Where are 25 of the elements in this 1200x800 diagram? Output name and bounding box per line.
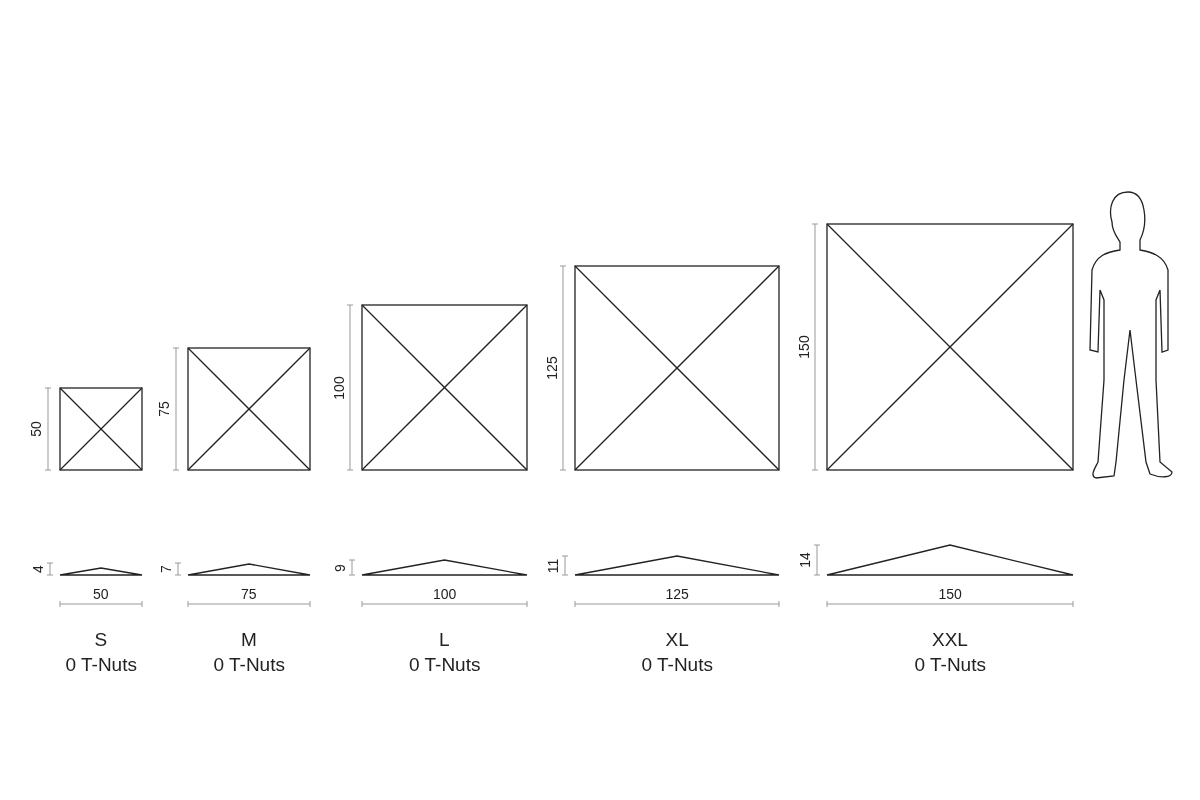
size-name: M — [241, 629, 257, 651]
dimension-label: 50 — [93, 586, 109, 602]
dimension-label: 150 — [938, 586, 962, 602]
dimension-label: 75 — [241, 586, 257, 602]
size-name: XXL — [932, 629, 968, 651]
dimension-label: 14 — [796, 552, 813, 568]
size-name: L — [439, 629, 450, 651]
dimension-label: 150 — [795, 335, 812, 359]
t-nut-count: 0 T-Nuts — [641, 654, 713, 676]
size-name: S — [94, 629, 108, 651]
dimension-label: 50 — [27, 421, 44, 437]
t-nut-count: 0 T-Nuts — [213, 654, 285, 676]
size-name: XL — [665, 629, 689, 651]
dimension-label: 7 — [157, 565, 174, 573]
dimension-label: 75 — [155, 401, 172, 417]
dimension-label: 100 — [433, 586, 457, 602]
dimension-label: 11 — [544, 558, 561, 573]
dimension-label: 4 — [29, 565, 46, 573]
dimension-label: 100 — [330, 375, 347, 400]
dimension-label: 125 — [543, 356, 560, 380]
dimension-label: 9 — [331, 563, 348, 572]
t-nut-count: 0 T-Nuts — [409, 654, 481, 676]
t-nut-count: 0 T-Nuts — [65, 654, 137, 676]
dimension-label: 125 — [665, 586, 689, 602]
t-nut-count: 0 T-Nuts — [914, 654, 986, 676]
